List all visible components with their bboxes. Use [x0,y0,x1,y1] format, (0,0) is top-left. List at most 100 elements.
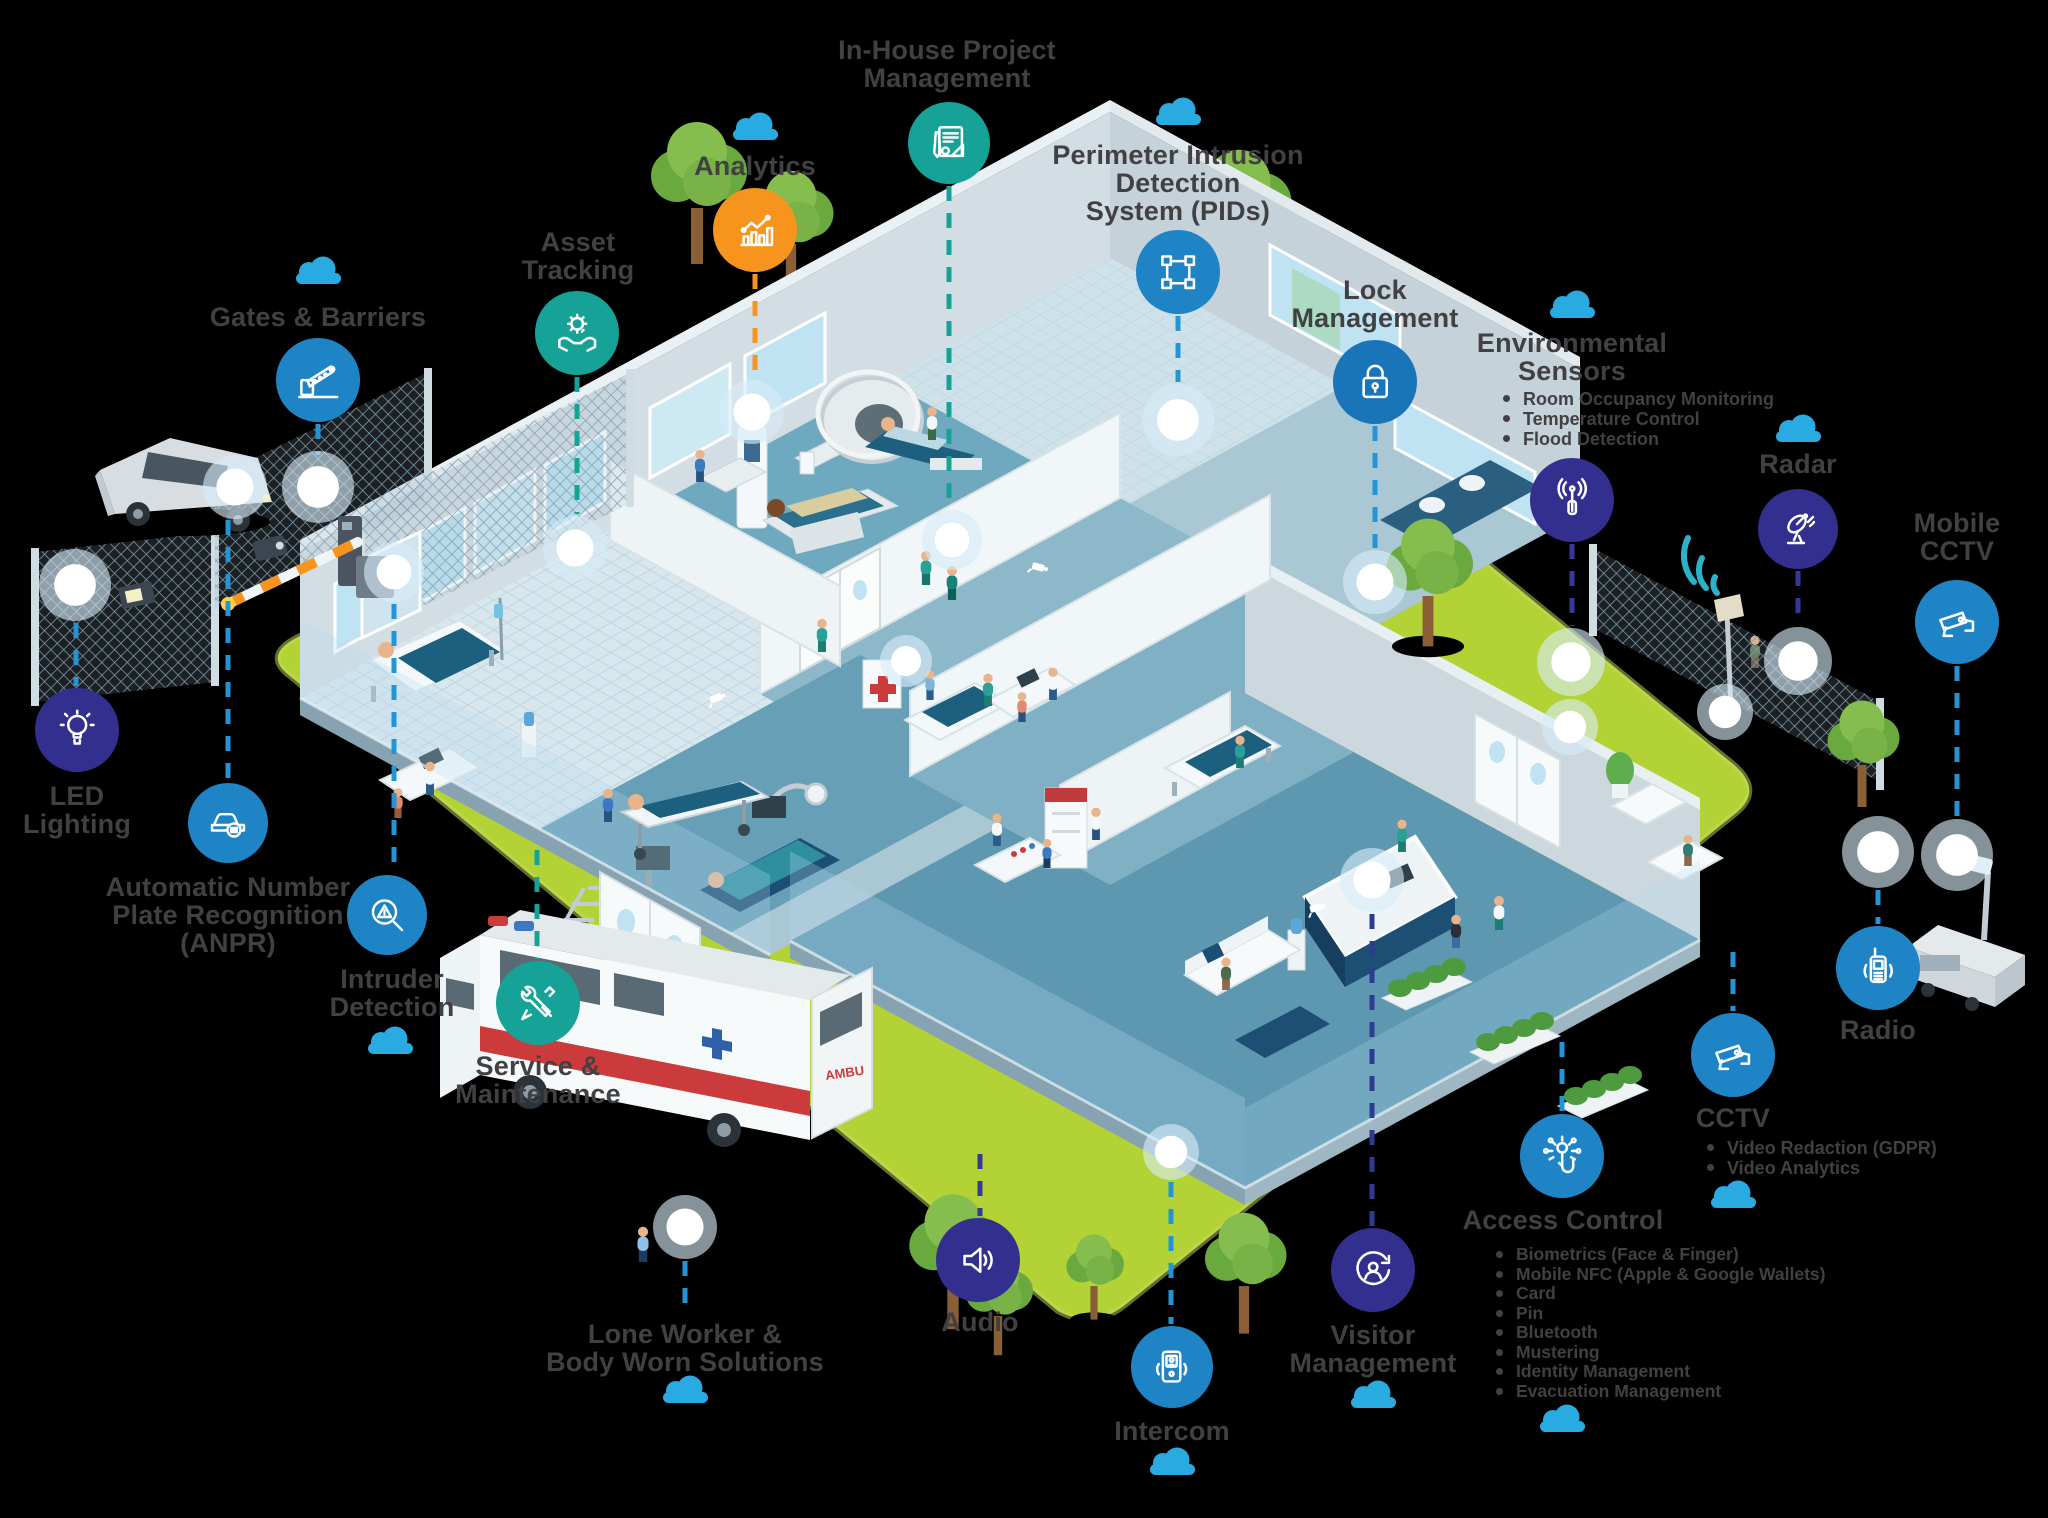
bullet-text: Mobile NFC (Apple & Google Wallets) [1516,1263,1826,1284]
bullet-text: Video Analytics [1727,1158,1861,1178]
label-radar: Radar [1759,449,1837,479]
planter [1380,958,1474,1011]
location-marker [922,510,982,570]
location-marker [1842,816,1914,888]
person [1047,667,1059,700]
anpr-camera [252,535,288,561]
cloud-icon [663,1375,708,1403]
location-marker [1143,1124,1199,1180]
wall-camera-icon [1308,903,1326,918]
person [925,670,935,700]
bullet-dot [1496,1309,1503,1317]
bullet-item: Video Analytics [1707,1158,1937,1178]
person [602,788,614,822]
label-access-control: Access Control [1462,1205,1664,1235]
person [982,673,994,706]
location-marker [1921,819,1993,891]
bullet-dot [1503,415,1510,422]
operating-room [636,782,840,912]
barrier-icon [276,338,360,422]
xray-room [698,425,900,555]
stretcher-patient [619,780,771,860]
analytics-icon [713,188,797,272]
person [1396,819,1408,852]
location-marker [880,635,932,687]
location-marker [39,549,111,621]
perimeter-icon [1136,230,1220,314]
project-management-icon [908,102,990,184]
label-asset-tracking: Asset Tracking [521,227,635,285]
reception-lobby [1162,724,1725,1058]
visitor-icon [1331,1228,1415,1312]
bullet-dot [1496,1348,1503,1356]
tree [1066,1234,1124,1327]
label-mobile-cctv: Mobile CCTV [1913,508,2001,566]
bullet-dot [1503,395,1510,402]
label-intercom: Intercom [1114,1416,1230,1446]
anpr-icon [188,783,268,863]
bullet-item: Mustering [1496,1341,1826,1363]
location-marker [653,1195,717,1259]
sensor-icon [1530,458,1614,542]
label-environmental-sensors: Environmental Sensors [1476,328,1668,386]
location-marker [1343,550,1407,614]
person [424,761,436,795]
wall-camera-icon [1026,562,1048,573]
cctv-icon [1691,1013,1775,1097]
lock-icon [1333,340,1417,424]
bullet-text: Temperature Control [1523,409,1700,429]
audio-icon [936,1218,1020,1302]
label-anpr: Automatic Number Plate Recognition (ANPR… [105,872,351,958]
bullet-item: Video Redaction (GDPR) [1707,1138,1937,1158]
bullet-item: Mobile NFC (Apple & Google Wallets) [1496,1263,1826,1285]
person [926,406,938,440]
perimeter-fence-right [1589,535,1884,790]
bullet-dot [1496,1251,1503,1258]
person [1234,735,1246,768]
person [694,449,706,482]
bullet-item: Identity Management [1496,1361,1826,1382]
bathroom [1380,393,1540,547]
access-control-icon [1520,1114,1604,1198]
cloud-icon [1550,290,1595,318]
location-marker [1537,628,1605,696]
bullet-text: Mustering [1516,1341,1600,1362]
planter [1468,1012,1562,1065]
bullet-item: Bluetooth [1496,1322,1826,1343]
person [1042,838,1052,868]
wall-camera-icon [709,693,726,709]
location-marker [543,516,607,580]
bullet-dot [1496,1368,1503,1375]
bullet-item: Card [1496,1283,1826,1304]
location-marker [1764,627,1832,695]
laboratory [972,787,1088,884]
location-marker [364,542,424,602]
bullet-text: Flood Detection [1523,429,1659,449]
person [1220,957,1232,990]
bullet-dot [1496,1387,1503,1395]
bullet-item: Evacuation Management [1496,1381,1826,1402]
label-service-maintenance: Service & Maintenance [455,1051,621,1109]
person [1450,914,1462,948]
bullet-dot [1496,1290,1503,1297]
intercom-icon [1131,1326,1213,1408]
floodlight [118,581,156,609]
person [1683,834,1693,866]
location-marker [203,455,267,519]
location-marker [1542,699,1598,755]
bullet-dot [1503,435,1510,442]
cloud-icon [296,256,341,284]
bullet-dot [1707,1144,1714,1151]
person [1090,807,1102,840]
location-marker [1340,848,1404,912]
label-cctv: CCTV [1695,1103,1771,1133]
tree [651,122,747,276]
person [1493,895,1505,930]
location-marker [282,451,354,523]
person [637,1226,649,1262]
bullet-text: Pin [1516,1302,1544,1323]
label-in-house-pm: In-House Project Management [838,35,1056,93]
bullet-item: Pin [1496,1302,1826,1324]
